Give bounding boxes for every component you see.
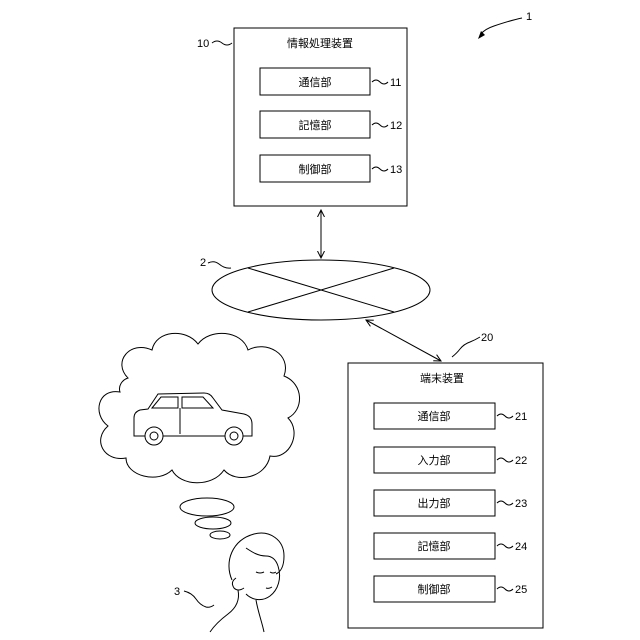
figure-ref: 1: [478, 11, 532, 39]
person-icon: [210, 533, 284, 632]
terminal-unit-control-ref: 25: [515, 584, 527, 596]
thought-bubble-small: [210, 531, 230, 539]
thought-bubble-large: [180, 498, 234, 516]
terminal-unit-output-label: 出力部: [418, 496, 451, 510]
server-unit-control-ref: 13: [390, 164, 402, 176]
terminal-unit-storage-ref: 24: [515, 541, 527, 553]
server-unit-storage-ref: 12: [390, 120, 402, 132]
user: 3: [174, 533, 284, 632]
car-wheel-front: [145, 427, 163, 445]
server-device: 情報処理装置 10 通信部 11 記憶部 12 制御部 13: [197, 28, 407, 206]
terminal-device: 端末装置 20 通信部 21 入力部 22 出力部 23 記憶部 24: [348, 332, 543, 628]
server-unit-comm-label: 通信部: [299, 75, 332, 89]
person-hair: [229, 533, 284, 580]
user-ref-leader: [184, 591, 214, 607]
person-shoulder-left: [210, 590, 239, 632]
person-eye-right: [270, 572, 276, 573]
person-mouth: [266, 587, 272, 588]
terminal-unit-storage-label: 記憶部: [418, 539, 451, 553]
figure-ref-leader: [481, 18, 522, 34]
terminal-unit-input-label: 入力部: [418, 453, 451, 467]
person-fringe: [246, 548, 278, 566]
network-ref: 2: [200, 257, 206, 269]
figure-ref-arrowhead: [478, 31, 485, 39]
server-device-ref: 10: [197, 38, 209, 50]
server-unit-comm-ref: 11: [390, 77, 401, 89]
terminal-device-ref-leader: [452, 337, 480, 357]
server-unit-control-label: 制御部: [299, 162, 332, 176]
terminal-unit-control-label: 制御部: [418, 582, 451, 596]
person-collar: [256, 600, 264, 632]
terminal-device-title: 端末装置: [420, 371, 464, 385]
person-ear: [232, 578, 244, 590]
car-wheel-rear: [225, 427, 243, 445]
person-face: [246, 566, 280, 600]
person-eye-left: [256, 572, 264, 573]
network-terminal-link: [366, 320, 441, 361]
terminal-unit-comm-label: 通信部: [418, 409, 451, 423]
user-ref: 3: [174, 586, 180, 598]
server-device-ref-leader: [212, 41, 232, 45]
network: 2: [200, 257, 430, 320]
terminal-device-ref: 20: [481, 332, 493, 344]
server-unit-storage-label: 記憶部: [299, 118, 332, 132]
thought-bubble-medium: [195, 517, 231, 529]
server-device-title: 情報処理装置: [287, 37, 353, 50]
figure-ref-number: 1: [526, 11, 532, 23]
terminal-unit-output-ref: 23: [515, 498, 527, 510]
terminal-unit-comm-ref: 21: [515, 411, 527, 423]
network-ref-leader: [208, 262, 231, 268]
thought-cloud: [99, 333, 300, 539]
terminal-unit-input-ref: 22: [515, 455, 527, 467]
